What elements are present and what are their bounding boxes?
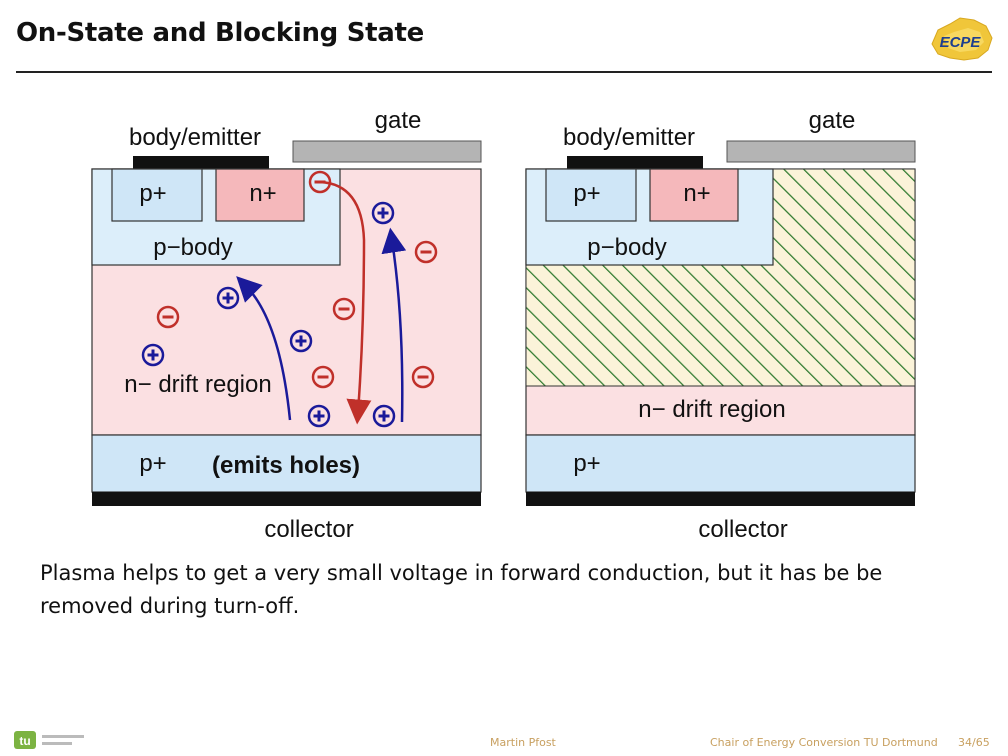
- igbt-diagrams: body/emitter gate p+ n+ p−body n− drift …: [0, 0, 1008, 560]
- university-logo: tu: [14, 728, 134, 752]
- left-drift-label: n− drift region: [124, 371, 271, 398]
- right-collector-metal: [526, 492, 915, 506]
- left-p-plus-top-label: p+: [139, 180, 166, 207]
- left-gate-electrode: [293, 141, 481, 162]
- right-p-plus-top-label: p+: [573, 180, 600, 207]
- right-gate-label: gate: [809, 107, 856, 134]
- left-n-plus-label: n+: [249, 180, 276, 207]
- left-body-emitter-label: body/emitter: [129, 124, 261, 151]
- right-p-plus-bottom-label: p+: [573, 450, 600, 477]
- right-drift-label: n− drift region: [638, 396, 785, 423]
- footer-institution: Chair of Energy Conversion TU Dortmund: [710, 736, 938, 749]
- footer-page-number: 34/65: [958, 736, 990, 749]
- left-p-body-label: p−body: [153, 234, 232, 261]
- slide-caption: Plasma helps to get a very small voltage…: [40, 557, 980, 623]
- right-n-plus-label: n+: [683, 180, 710, 207]
- university-logo-text: tu: [19, 734, 30, 748]
- emits-holes-label: (emits holes): [212, 452, 360, 479]
- left-diagram: body/emitter gate p+ n+ p−body n− drift …: [92, 107, 481, 543]
- right-emitter-metal: [567, 156, 703, 169]
- left-collector-label: collector: [264, 516, 353, 543]
- footer-author: Martin Pfost: [490, 736, 556, 749]
- left-collector-metal: [92, 492, 481, 506]
- right-p-body-label: p−body: [587, 234, 666, 261]
- left-emitter-metal: [133, 156, 269, 169]
- right-gate-electrode: [727, 141, 915, 162]
- right-body-emitter-label: body/emitter: [563, 124, 695, 151]
- left-p-plus-bottom-label: p+: [139, 450, 166, 477]
- right-diagram: body/emitter gate p+ n+ p−body n− drift …: [526, 107, 915, 543]
- right-collector-label: collector: [698, 516, 787, 543]
- left-gate-label: gate: [375, 107, 422, 134]
